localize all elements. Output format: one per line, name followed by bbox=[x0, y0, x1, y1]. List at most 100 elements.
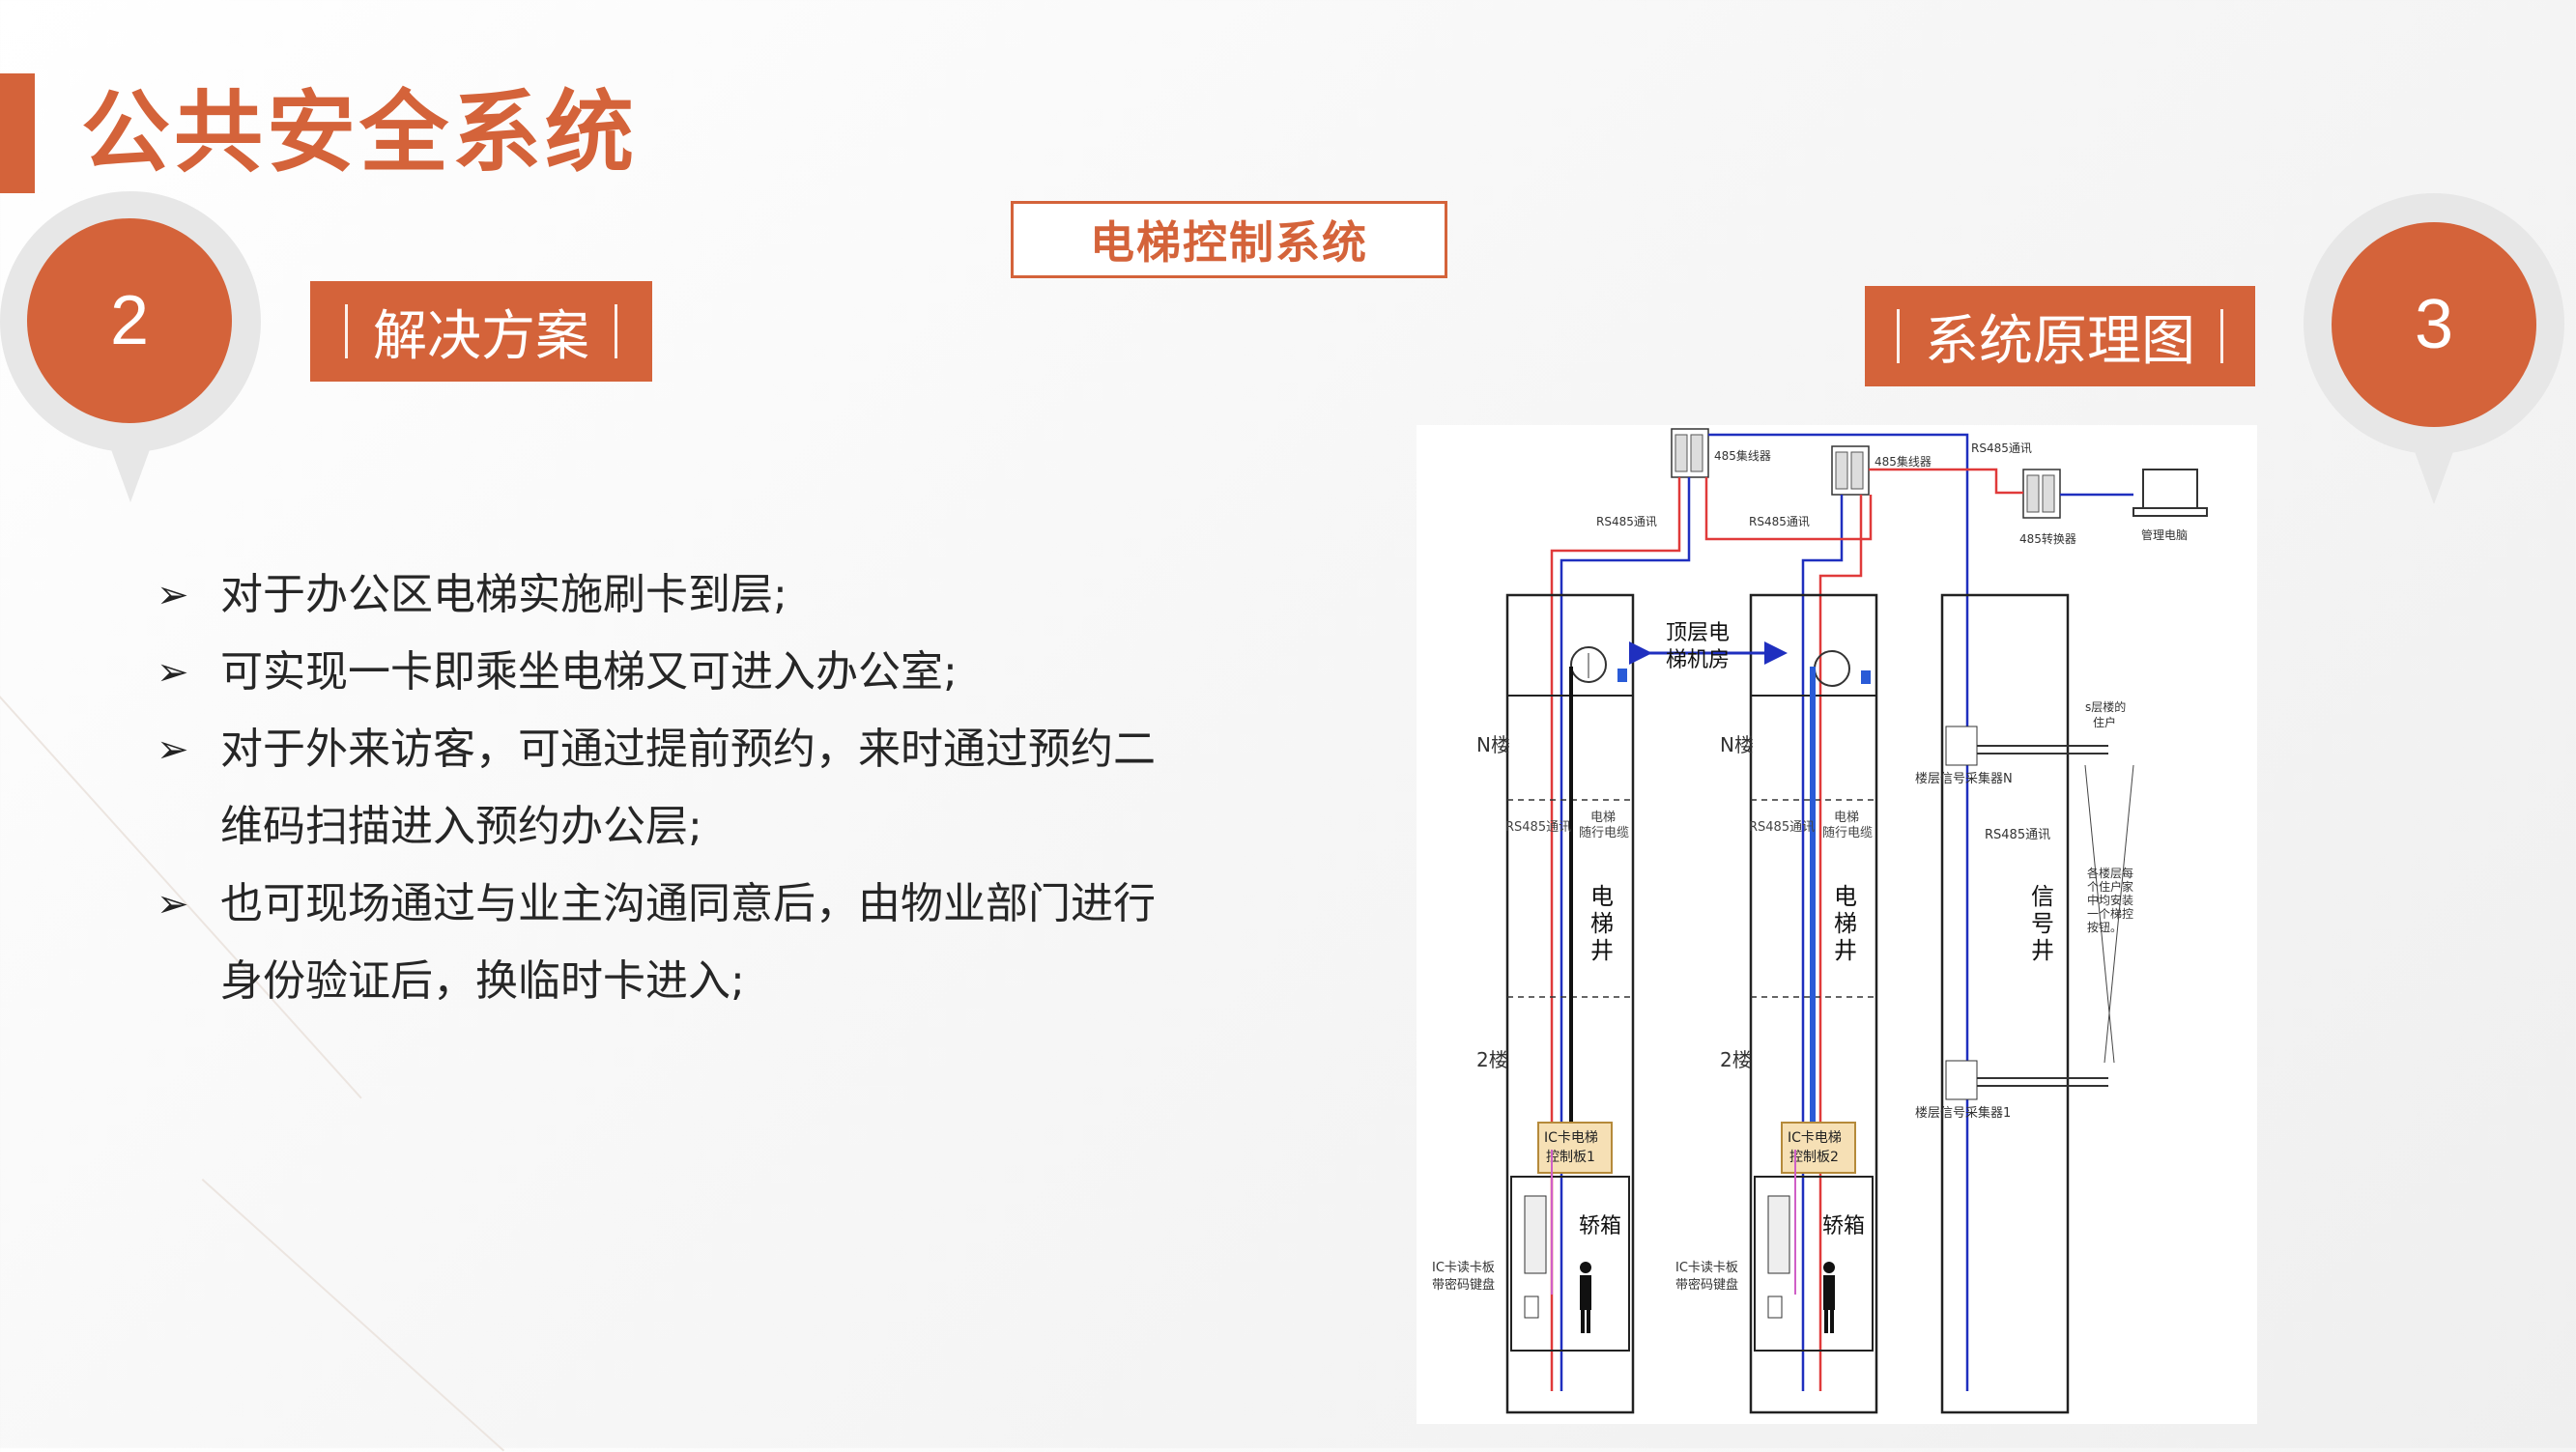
car-label: 轿箱 bbox=[1822, 1214, 1865, 1238]
shaft-label-char: 梯 bbox=[1834, 910, 1857, 937]
bullet-text: 对于外来访客，可通过提前预约，来时通过预约二 bbox=[220, 725, 1156, 774]
floor-2-label: 2楼 bbox=[1476, 1048, 1508, 1071]
bullet-text-cont: 身份验证后，换临时卡进入; bbox=[220, 956, 745, 1006]
reader-label-line2: 带密码键盘 bbox=[1675, 1277, 1738, 1293]
tag-divider bbox=[345, 304, 348, 358]
diagram-title: 电梯控制系统 bbox=[1011, 201, 1447, 278]
bullet-text: 可实现一卡即乘坐电梯又可进入办公室; bbox=[220, 647, 958, 697]
tag-divider bbox=[2220, 309, 2223, 363]
shaft-label-char: 梯 bbox=[1590, 910, 1614, 937]
reader-label-line2: 带密码键盘 bbox=[1432, 1277, 1495, 1293]
decor-line bbox=[201, 1179, 505, 1452]
floor-n-label: N楼 bbox=[1720, 733, 1754, 756]
bullet-text: 对于办公区电梯实施刷卡到层; bbox=[220, 570, 787, 619]
passenger-icon bbox=[1823, 1262, 1835, 1333]
reader-label-line1: IC卡读卡板 bbox=[1675, 1261, 1738, 1275]
elevator-shaft-1 bbox=[1505, 593, 1635, 1414]
motor-icon bbox=[1814, 650, 1871, 687]
signal-shaft bbox=[1940, 593, 2070, 1414]
arrow-bullet-icon: ➢ bbox=[157, 573, 189, 617]
bullet-list: ➢ 对于办公区电梯实施刷卡到层; ➢ 可实现一卡即乘坐电梯又可进入办公室; ➢ 对于外… bbox=[157, 556, 1200, 1020]
hub2-label: 485集线器 bbox=[1875, 454, 1932, 469]
converter-label: 485转换器 bbox=[2019, 531, 2076, 546]
passenger-icon bbox=[1580, 1262, 1591, 1333]
signal-collector-icon bbox=[1945, 1060, 2108, 1100]
cable-label-line2: 随行电缆 bbox=[1579, 825, 1629, 840]
board1-line1: IC卡电梯 bbox=[1544, 1130, 1598, 1146]
bullet-item: ➢ 可实现一卡即乘坐电梯又可进入办公室; bbox=[157, 634, 1200, 711]
rs485-left-label: RS485通讯 bbox=[1596, 515, 1657, 528]
control-board-2 bbox=[1781, 1122, 1856, 1174]
signal-shaft-char: 号 bbox=[2031, 910, 2054, 937]
car-label: 轿箱 bbox=[1579, 1214, 1621, 1238]
bullet-item: ➢ 对于办公区电梯实施刷卡到层; bbox=[157, 556, 1200, 634]
shaft-label-char: 电 bbox=[1590, 883, 1614, 910]
board1-line2: 控制板1 bbox=[1546, 1150, 1595, 1165]
elevator-schematic: 485集线器 485集线器 RS485通讯 485转换器 管理电脑 RS485通… bbox=[1417, 425, 2257, 1424]
cable-rs485-label: RS485通讯 bbox=[1505, 820, 1571, 835]
solution-tag-label: 解决方案 bbox=[373, 304, 589, 368]
note-line: 中均安装 bbox=[2087, 893, 2133, 907]
note-line: 一个梯控 bbox=[2087, 907, 2133, 921]
computer-icon bbox=[2132, 469, 2208, 517]
hub1-label: 485集线器 bbox=[1714, 448, 1771, 463]
signal-collector-icon bbox=[1945, 726, 2108, 766]
bullet-text: 也可现场通过与业主沟通同意后，由物业部门进行 bbox=[220, 879, 1156, 928]
cable-label-line1: 电梯 bbox=[1590, 811, 1616, 825]
signal-shaft-char: 信 bbox=[2031, 883, 2054, 910]
card-reader-icon bbox=[1767, 1150, 1796, 1319]
page-title: 公共安全系统 bbox=[81, 81, 639, 185]
note-line: 各楼层每 bbox=[2087, 866, 2133, 880]
arrow-bullet-icon: ➢ bbox=[157, 650, 189, 695]
hub-icon bbox=[1671, 428, 1709, 478]
cable-label-line1: 电梯 bbox=[1834, 811, 1859, 825]
machine-room-label-line1: 顶层电 bbox=[1666, 621, 1730, 645]
title-accent-bar bbox=[0, 73, 35, 193]
computer-label: 管理电脑 bbox=[2141, 527, 2188, 542]
rs485-wiring bbox=[1550, 433, 2133, 1391]
machine-room-label-line2: 梯机房 bbox=[1666, 648, 1730, 672]
shaft-label-char: 电 bbox=[1834, 883, 1857, 910]
floor-2-label: 2楼 bbox=[1720, 1048, 1752, 1071]
motor-icon bbox=[1570, 646, 1627, 683]
shaft-label-char: 井 bbox=[1834, 937, 1857, 964]
note-line: 个住户家 bbox=[2087, 879, 2133, 894]
converter-icon bbox=[2022, 469, 2061, 519]
elevator-shaft-2 bbox=[1749, 593, 1878, 1414]
hub-icon bbox=[1831, 445, 1870, 496]
solution-tag: 解决方案 bbox=[310, 281, 652, 382]
schematic-tag-label: 系统原理图 bbox=[1925, 309, 2195, 373]
left-pin-tail bbox=[109, 444, 152, 502]
board2-line2: 控制板2 bbox=[1789, 1150, 1839, 1165]
reader-label-line1: IC卡读卡板 bbox=[1432, 1261, 1495, 1275]
rs485-top-right-label: RS485通讯 bbox=[1971, 441, 2032, 455]
signal-rs485-label: RS485通讯 bbox=[1985, 828, 2050, 842]
section-number-left: 2 bbox=[27, 218, 232, 423]
signal-shaft-char: 井 bbox=[2031, 937, 2054, 964]
cable-label-line2: 随行电缆 bbox=[1822, 825, 1873, 840]
section-number-right: 3 bbox=[2332, 222, 2536, 427]
bullet-text-cont: 维码扫描进入预约办公层; bbox=[220, 802, 702, 851]
resident-label-line2: 住户 bbox=[2093, 715, 2116, 729]
bullet-item: ➢ 也可现场通过与业主沟通同意后，由物业部门进行身份验证后，换临时卡进入; bbox=[157, 866, 1200, 1020]
tag-divider bbox=[1897, 309, 1900, 363]
arrow-bullet-icon: ➢ bbox=[157, 882, 189, 926]
floor-n-label: N楼 bbox=[1476, 733, 1510, 756]
shaft-label-char: 井 bbox=[1590, 937, 1614, 964]
tag-divider bbox=[615, 304, 617, 358]
resident-label-line1: s层楼的 bbox=[2085, 699, 2126, 714]
board2-line1: IC卡电梯 bbox=[1788, 1130, 1842, 1146]
collector-1-label: 楼层信号采集器1 bbox=[1915, 1105, 2011, 1121]
elevator-car-1 bbox=[1510, 1176, 1630, 1352]
rs485-mid-label: RS485通讯 bbox=[1749, 515, 1810, 528]
elevator-car-2 bbox=[1754, 1176, 1874, 1352]
card-reader-icon bbox=[1524, 1150, 1553, 1319]
collector-n-label: 楼层信号采集器N bbox=[1915, 771, 2013, 786]
schematic-tag: 系统原理图 bbox=[1865, 286, 2255, 386]
note-line: 按钮。 bbox=[2087, 920, 2122, 934]
button-wiring bbox=[2084, 764, 2134, 1064]
arrow-bullet-icon: ➢ bbox=[157, 727, 189, 772]
control-board-1 bbox=[1537, 1122, 1613, 1174]
right-pin-tail bbox=[2413, 446, 2455, 504]
bullet-item: ➢ 对于外来访客，可通过提前预约，来时通过预约二维码扫描进入预约办公层; bbox=[157, 711, 1200, 866]
